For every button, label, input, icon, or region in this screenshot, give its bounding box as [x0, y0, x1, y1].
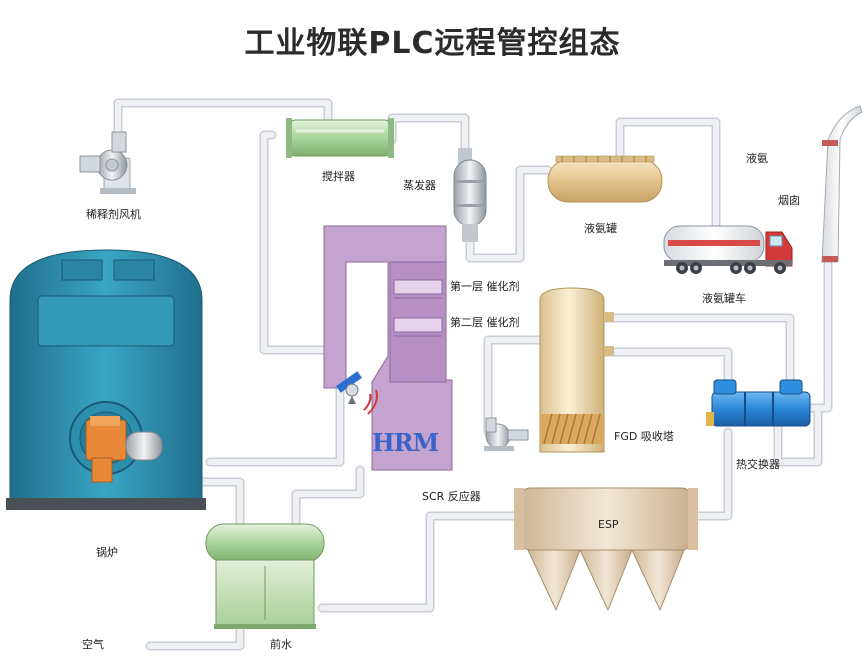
satellite-icon — [336, 371, 378, 415]
label-ammonia-tank: 液氨罐 — [584, 222, 617, 235]
heat-exchanger[interactable] — [706, 379, 811, 427]
ammonia-tank[interactable] — [547, 155, 663, 203]
page-title: 工业物联PLC远程管控组态 — [244, 26, 621, 61]
label-catalyst1: 第一层 催化剂 — [450, 280, 520, 293]
dilution-fan[interactable] — [79, 131, 136, 194]
ammonia-tanker-truck[interactable] — [663, 225, 793, 274]
label-fgd: FGD 吸收塔 — [614, 430, 674, 443]
label-fan: 稀释剂风机 — [86, 208, 141, 221]
esp-precipitator[interactable] — [514, 487, 698, 612]
chimney — [821, 105, 863, 263]
pre-water-tank[interactable] — [205, 523, 325, 629]
mixer[interactable] — [286, 118, 394, 158]
label-evaporator: 蒸发器 — [403, 179, 436, 192]
label-air: 空气 — [82, 638, 104, 651]
label-chimney: 烟囱 — [778, 194, 800, 207]
burner[interactable] — [85, 416, 163, 483]
label-esp: ESP — [598, 518, 619, 531]
scr-reactor[interactable] — [323, 225, 453, 471]
label-scr: SCR 反应器 — [422, 490, 481, 503]
label-catalyst2: 第二层 催化剂 — [450, 316, 520, 329]
hrm-logo: HRM — [372, 428, 439, 457]
label-tanker: 液氨罐车 — [702, 292, 746, 305]
label-liquid-ammonia: 液氨 — [746, 152, 768, 165]
label-mixer: 搅拌器 — [322, 170, 355, 183]
label-pre-water: 前水 — [270, 638, 292, 651]
label-heat-exchanger: 热交换器 — [736, 458, 780, 471]
fgd-absorber-tower[interactable] — [539, 287, 614, 453]
fgd-pump[interactable] — [484, 417, 529, 451]
label-boiler: 锅炉 — [96, 546, 118, 559]
evaporator[interactable] — [453, 148, 487, 242]
